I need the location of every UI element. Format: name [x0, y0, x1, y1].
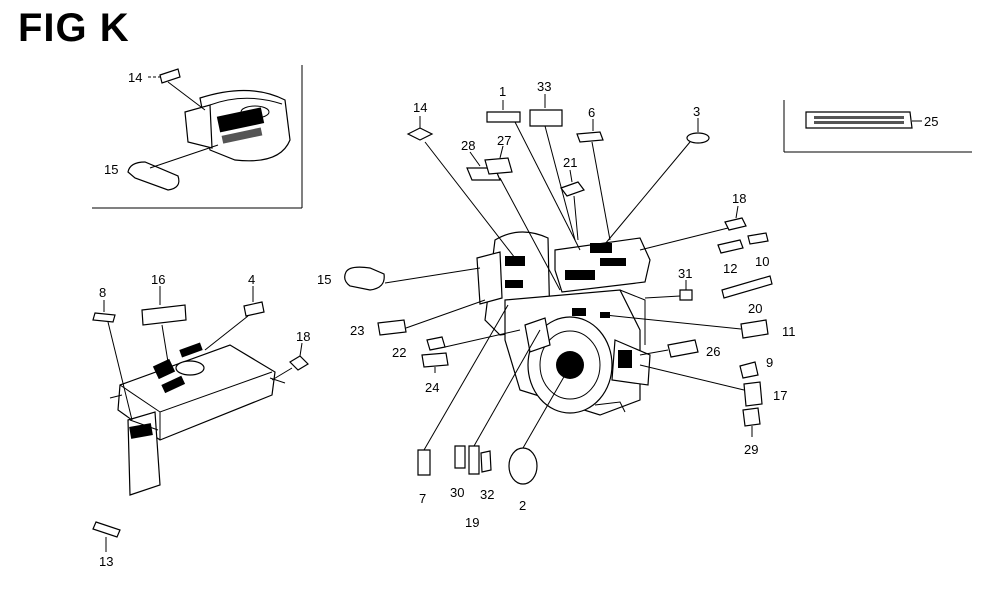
inset-label-15 — [127, 144, 219, 191]
decal-23 — [377, 319, 407, 336]
callout-10: 10 — [755, 254, 769, 269]
callout-4: 4 — [248, 272, 255, 287]
decal-4 — [243, 301, 265, 317]
decal-10 — [747, 232, 769, 245]
callout-numbers: 14 15 1 33 6 3 14 28 27 21 25 18 12 10 3… — [99, 70, 938, 569]
inset-air-cleaner-drawing — [184, 89, 291, 162]
callout-18-tank: 18 — [296, 329, 310, 344]
callout-27: 27 — [497, 133, 511, 148]
callout-32: 32 — [480, 487, 494, 502]
callout-22: 22 — [392, 345, 406, 360]
decal-21 — [560, 181, 585, 197]
decal-27 — [484, 157, 513, 175]
callout-14-inset: 14 — [128, 70, 142, 85]
decal-29 — [742, 407, 761, 427]
callout-17: 17 — [773, 388, 787, 403]
decal-1 — [486, 111, 521, 123]
callout-15-inset: 15 — [104, 162, 118, 177]
label-25-frame — [783, 100, 972, 153]
callout-33: 33 — [537, 79, 551, 94]
decal-14-main — [406, 127, 434, 141]
callout-29: 29 — [744, 442, 758, 457]
decal-26 — [667, 339, 699, 358]
callout-15-main: 15 — [317, 272, 331, 287]
decal-17 — [743, 381, 763, 407]
decal-16 — [141, 304, 187, 326]
decal-8 — [92, 312, 116, 323]
callout-20: 20 — [748, 301, 762, 316]
callout-3: 3 — [693, 104, 700, 119]
decal-13 — [92, 521, 121, 538]
callout-13: 13 — [99, 554, 113, 569]
decal-12 — [717, 239, 744, 254]
engine-drawing — [476, 231, 651, 416]
callout-24: 24 — [425, 380, 439, 395]
decal-11 — [740, 319, 769, 339]
callout-12: 12 — [723, 261, 737, 276]
inset-frame — [92, 65, 303, 209]
callout-8: 8 — [99, 285, 106, 300]
callout-9: 9 — [766, 355, 773, 370]
callout-7: 7 — [419, 491, 426, 506]
callout-2: 2 — [519, 498, 526, 513]
callout-28: 28 — [461, 138, 475, 153]
callout-26: 26 — [706, 344, 720, 359]
decal-2 — [508, 447, 538, 485]
callout-6: 6 — [588, 105, 595, 120]
decal-33 — [529, 109, 563, 127]
decal-9 — [739, 361, 759, 379]
callout-31: 31 — [678, 266, 692, 281]
decal-19 — [468, 445, 480, 475]
callout-16: 16 — [151, 272, 165, 287]
callout-23: 23 — [350, 323, 364, 338]
callout-18-main: 18 — [732, 191, 746, 206]
decal-22 — [426, 336, 446, 351]
inset-label-14 — [148, 68, 206, 111]
decal-18-tank — [289, 355, 309, 371]
figure-title: FIG K — [18, 6, 130, 50]
decal-32 — [480, 450, 492, 473]
callout-30: 30 — [450, 485, 464, 500]
callout-14-main: 14 — [413, 100, 427, 115]
callout-19: 19 — [465, 515, 479, 530]
callout-25: 25 — [924, 114, 938, 129]
decal-15-main — [344, 266, 385, 291]
fuel-tank-drawing — [109, 342, 286, 496]
decal-30 — [454, 445, 466, 469]
decal-31 — [679, 289, 693, 301]
callout-1: 1 — [499, 84, 506, 99]
decal-20 — [721, 275, 773, 299]
decal-24 — [421, 352, 449, 368]
decal-18-main — [724, 217, 747, 231]
callout-21: 21 — [563, 155, 577, 170]
decal-3 — [686, 132, 710, 144]
decal-6 — [576, 131, 604, 143]
callout-11: 11 — [782, 324, 796, 339]
decal-7 — [417, 449, 431, 476]
